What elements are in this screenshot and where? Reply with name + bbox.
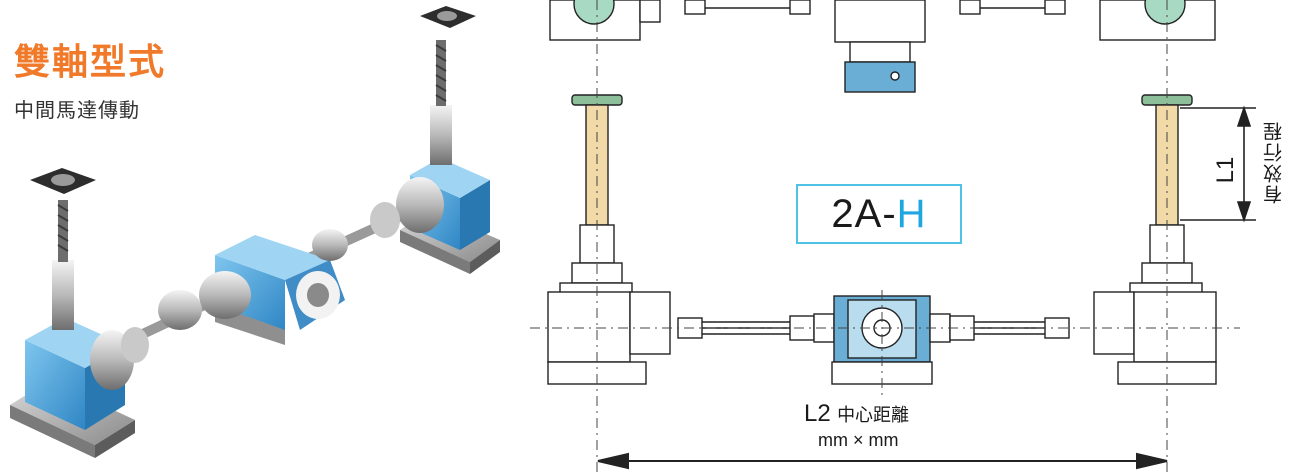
bottom-assembly — [547, 291, 1217, 385]
model-code-badge: 2A-H — [796, 184, 962, 244]
l1-label: L1 — [1212, 156, 1239, 184]
model-code-prefix: 2A- — [831, 191, 897, 236]
center-lines — [530, 0, 1240, 473]
l1-dimension-arrow — [1180, 105, 1256, 223]
dimension-units: mm × mm — [818, 430, 899, 450]
l2-dimension-arrow — [597, 452, 1168, 470]
right-screw-jack — [370, 6, 500, 274]
page-title: 雙軸型式 — [14, 42, 167, 83]
isometric-product-illustration — [10, 6, 500, 458]
l2-label: L2 中心距離 — [804, 400, 909, 428]
right-screw — [1129, 94, 1203, 294]
center-distance-label: 中心距離 — [837, 405, 910, 426]
left-screw — [559, 94, 633, 294]
top-assembly — [549, 0, 1216, 93]
center-gearbox — [158, 229, 348, 345]
page-subtitle: 中間馬達傳動 — [14, 98, 140, 122]
left-screw-jack — [10, 168, 149, 458]
l2-code: L2 — [804, 400, 831, 427]
model-code-suffix: H — [896, 191, 927, 236]
effective-stroke-label: 有效行程 — [1263, 120, 1285, 204]
